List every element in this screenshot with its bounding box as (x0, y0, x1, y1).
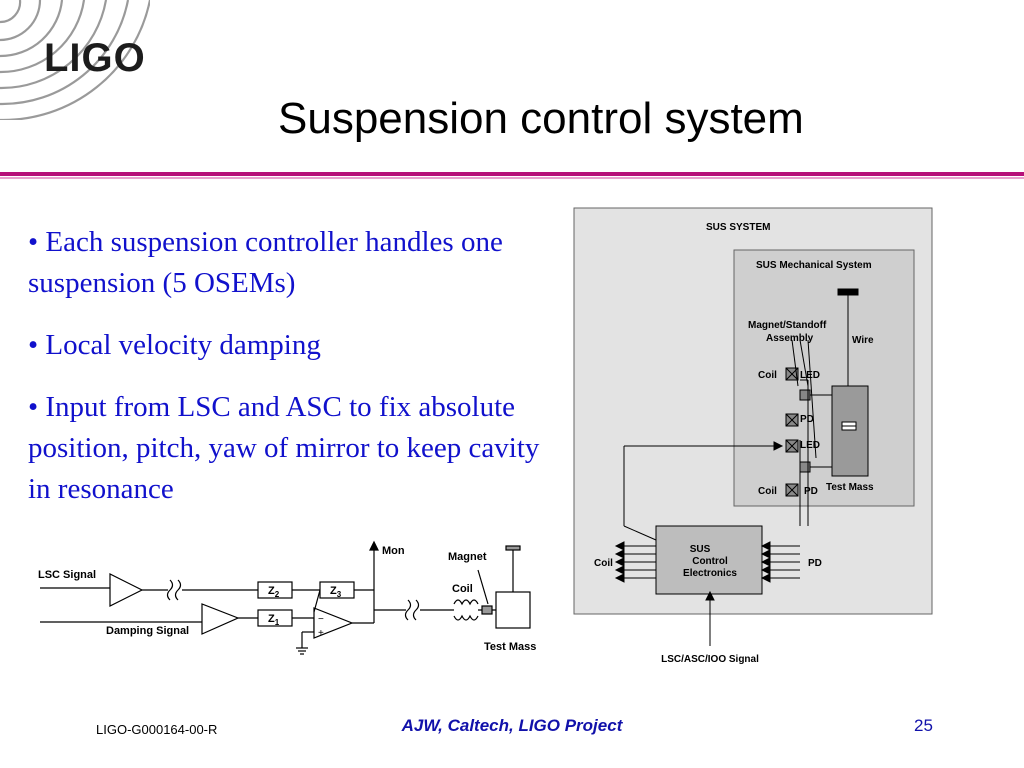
z2-label: Z2 (268, 585, 280, 599)
sus-system-diagram: SUS SYSTEM SUS Mechanical System Magnet/… (573, 207, 933, 665)
title-divider (0, 172, 1024, 176)
test-mass-label: Test Mass (826, 482, 874, 493)
magnet-standoff-label: Magnet/Standoff (748, 320, 827, 331)
bullet-item: • Each suspension controller handles one… (28, 226, 503, 299)
lsc-signal-label: LSC Signal (38, 569, 96, 581)
coil-label: Coil (452, 583, 473, 595)
mon-label: Mon (382, 545, 405, 557)
opamp-plus: + (318, 628, 324, 639)
led-top-label: LED (800, 370, 820, 381)
coil-bottom-label: Coil (758, 486, 777, 497)
ligo-logo: LIGO (44, 36, 146, 80)
pd-in-label: PD (808, 558, 822, 569)
pd-top-label: PD (800, 414, 814, 425)
magnet-label: Magnet (448, 551, 487, 563)
damping-signal-label: Damping Signal (106, 625, 189, 637)
coil-out-label: Coil (594, 558, 613, 569)
coil-top-label: Coil (758, 370, 777, 381)
slide-title: Suspension control system (278, 94, 804, 143)
footer-author: AJW, Caltech, LIGO Project (401, 716, 623, 735)
led-bottom-label: LED (800, 440, 820, 451)
assembly-label: Assembly (766, 333, 814, 344)
pd-bottom-label: PD (804, 486, 818, 497)
electronics-label-1: SUS (690, 544, 711, 555)
bullet-item: • Input from LSC and ASC to fix absolute… (28, 391, 540, 505)
document-id: LIGO-G000164-00-R (96, 722, 218, 737)
signal-in-label: LSC/ASC/IOO Signal (661, 654, 759, 665)
title-divider-shadow (0, 177, 1024, 179)
electronics-label-2: Control (692, 556, 728, 567)
sus-system-label: SUS SYSTEM (706, 222, 770, 233)
logo-arcs-graphic (0, 0, 150, 120)
control-circuit-diagram: LSC Signal Damping Signal Z2 Z1 Z3 − + M… (38, 540, 536, 655)
electronics-label-3: Electronics (683, 568, 737, 579)
bullet-list: • Each suspension controller handles one… (28, 222, 548, 531)
wire-label: Wire (852, 335, 874, 346)
z1-label: Z1 (268, 613, 280, 627)
opamp-minus: − (318, 614, 324, 625)
sus-mechanical-label: SUS Mechanical System (756, 260, 872, 271)
z3-label: Z3 (330, 585, 342, 599)
bullet-item: • Local velocity damping (28, 329, 321, 361)
page-number: 25 (914, 716, 933, 735)
test-mass-label: Test Mass (484, 641, 536, 653)
